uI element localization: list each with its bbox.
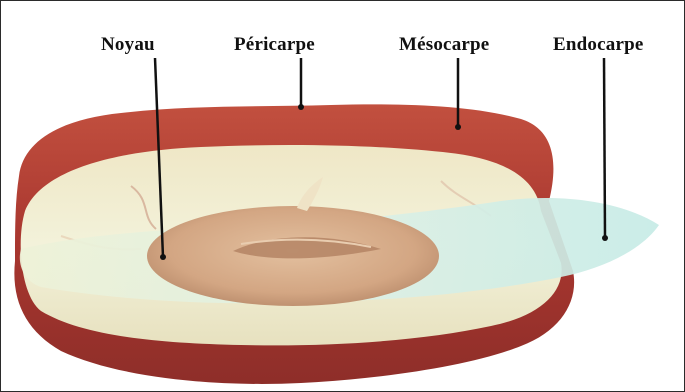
label-mesocarpe: Mésocarpe xyxy=(399,34,489,56)
leader-line-endocarpe xyxy=(604,58,605,238)
leader-dot-noyau xyxy=(160,254,166,260)
leader-dot-endocarpe xyxy=(602,235,608,241)
leader-dot-mesocarpe xyxy=(455,124,461,130)
leader-dot-pericarpe xyxy=(298,104,304,110)
label-noyau: Noyau xyxy=(101,34,155,56)
label-pericarpe: Péricarpe xyxy=(234,34,315,56)
label-endocarpe: Endocarpe xyxy=(553,34,643,56)
